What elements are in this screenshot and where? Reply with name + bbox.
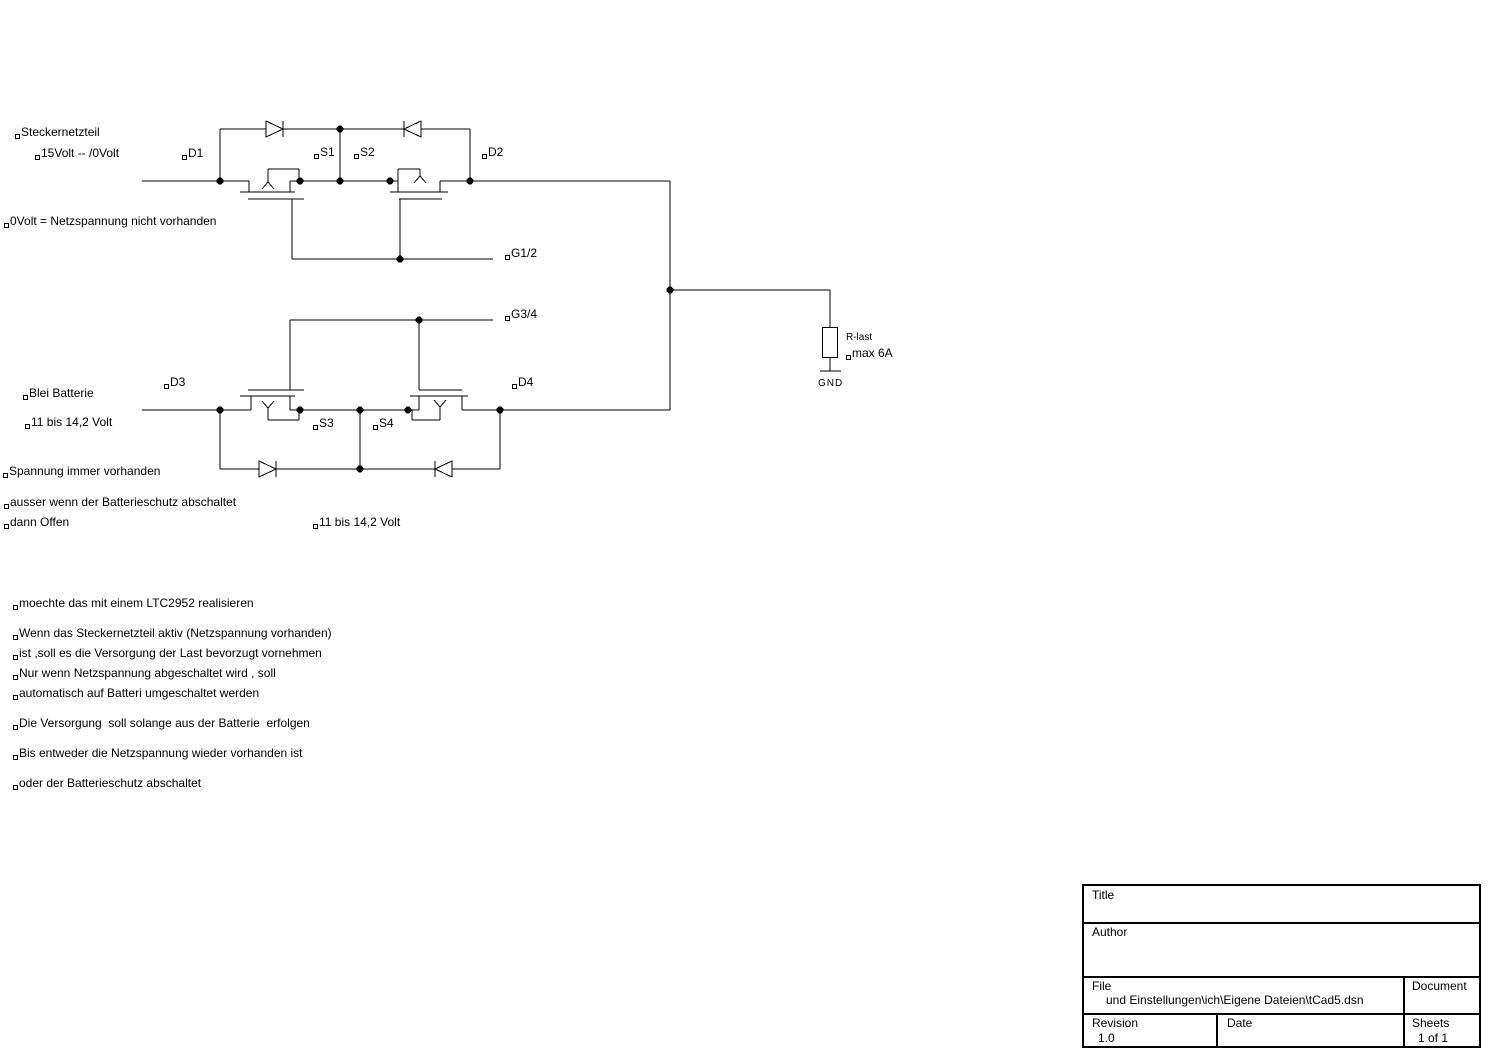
label-g34[interactable]: G3/4	[504, 307, 538, 321]
label-battery-voltage2[interactable]: 11 bis 14,2 Volt	[312, 515, 401, 529]
junction-dot	[396, 255, 404, 263]
junction-dot	[216, 406, 224, 414]
title-block-divider	[1216, 1013, 1218, 1046]
diode-bottom-right[interactable]	[433, 460, 453, 478]
label-battery-voltage[interactable]: 11 bis 14,2 Volt	[24, 415, 113, 429]
mosfet-s4[interactable]	[410, 389, 468, 421]
label-d3[interactable]: D3	[163, 375, 186, 389]
diode-top-left[interactable]	[265, 120, 285, 138]
label-gnd: GND	[818, 378, 844, 389]
label-resistor-name[interactable]: R-last	[846, 332, 873, 343]
junction-dot	[216, 177, 224, 185]
note-line[interactable]: Nur wenn Netzspannung abgeschaltet wird …	[13, 666, 276, 680]
label-resistor-rating[interactable]: max 6A	[846, 346, 893, 360]
note-line[interactable]: moechte das mit einem LTC2952 realisiere…	[13, 596, 254, 610]
junction-dot	[666, 286, 674, 294]
title-block-divider	[1403, 976, 1405, 1046]
junction-dot	[296, 177, 304, 185]
junction-dot	[404, 406, 412, 414]
label-zero-volt-note[interactable]: 0Volt = Netzspannung nicht vorhanden	[3, 214, 217, 228]
title-block-file-label: File	[1092, 979, 1112, 993]
note-line[interactable]: Die Versorgung soll solange aus der Batt…	[13, 716, 310, 730]
note-line[interactable]: ist ,soll es die Versorgung der Last bev…	[13, 646, 322, 660]
mosfet-s2[interactable]	[390, 168, 448, 200]
top-circuit-wires[interactable]	[142, 128, 831, 410]
gate-wires[interactable]	[289, 199, 493, 390]
diode-bottom-left[interactable]	[258, 460, 278, 478]
junction-dot	[496, 406, 504, 414]
label-s3[interactable]: S3	[313, 416, 334, 430]
junction-dot	[356, 406, 364, 414]
junction-dot	[386, 177, 394, 185]
bottom-circuit-wires[interactable]	[142, 409, 670, 470]
label-battery-note3[interactable]: dann Offen	[3, 515, 70, 529]
diode-triangle	[265, 120, 285, 138]
title-block-revision-value: 1.0	[1098, 1031, 1115, 1045]
diode-triangle	[258, 460, 278, 478]
junction-dot	[356, 465, 364, 473]
title-block-sheets-label: Sheets	[1412, 1016, 1450, 1030]
title-block-title-label: Title	[1092, 888, 1115, 902]
label-s1[interactable]: S1	[314, 145, 335, 159]
diode-top-right[interactable]	[402, 120, 422, 138]
label-s2[interactable]: S2	[354, 145, 375, 159]
mosfet-s3[interactable]	[240, 389, 304, 421]
label-s4[interactable]: S4	[373, 416, 394, 430]
label-d1[interactable]: D1	[181, 146, 204, 160]
title-block-revision-label: Revision	[1092, 1016, 1139, 1030]
label-d4[interactable]: D4	[511, 375, 534, 389]
resistor-r-last[interactable]	[822, 327, 838, 358]
diode-triangle	[402, 120, 422, 138]
title-block-file-value: und Einstellungen\ich\Eigene Dateien\tCa…	[1106, 993, 1364, 1007]
note-line[interactable]: Bis entweder die Netzspannung wieder vor…	[13, 746, 303, 760]
title-block-divider	[1084, 922, 1479, 924]
label-supply-voltage[interactable]: 15Volt -- /0Volt	[34, 146, 120, 160]
junction-dots	[216, 125, 674, 473]
label-d2[interactable]: D2	[481, 145, 504, 159]
title-block-document-label: Document	[1412, 979, 1467, 993]
title-block-sheets-value: 1 of 1	[1418, 1031, 1449, 1045]
label-battery-note1[interactable]: Spannung immer vorhanden	[2, 464, 161, 478]
junction-dot	[296, 406, 304, 414]
junction-dot	[415, 316, 423, 324]
label-battery-note2[interactable]: ausser wenn der Batterieschutz abschalte…	[3, 495, 237, 509]
note-line[interactable]: Wenn das Steckernetzteil aktiv (Netzspan…	[13, 626, 332, 640]
label-g12[interactable]: G1/2	[504, 246, 538, 260]
junction-dot	[466, 177, 474, 185]
title-block-divider	[1084, 976, 1479, 978]
title-block-date-label: Date	[1227, 1016, 1253, 1030]
title-block-divider	[1084, 1013, 1479, 1015]
note-line[interactable]: oder der Batterieschutz abschaltet	[12, 776, 202, 790]
label-supply-name[interactable]: Steckernetzteil	[15, 125, 100, 139]
junction-dot	[336, 125, 344, 133]
diode-triangle	[433, 460, 453, 478]
mosfet-s1[interactable]	[240, 168, 304, 200]
title-block-author-label: Author	[1092, 925, 1128, 939]
label-battery-name[interactable]: Blei Batterie	[23, 386, 94, 400]
junction-dot	[336, 177, 344, 185]
title-block	[1082, 884, 1481, 1048]
note-line[interactable]: automatisch auf Batteri umgeschaltet wer…	[12, 686, 260, 700]
